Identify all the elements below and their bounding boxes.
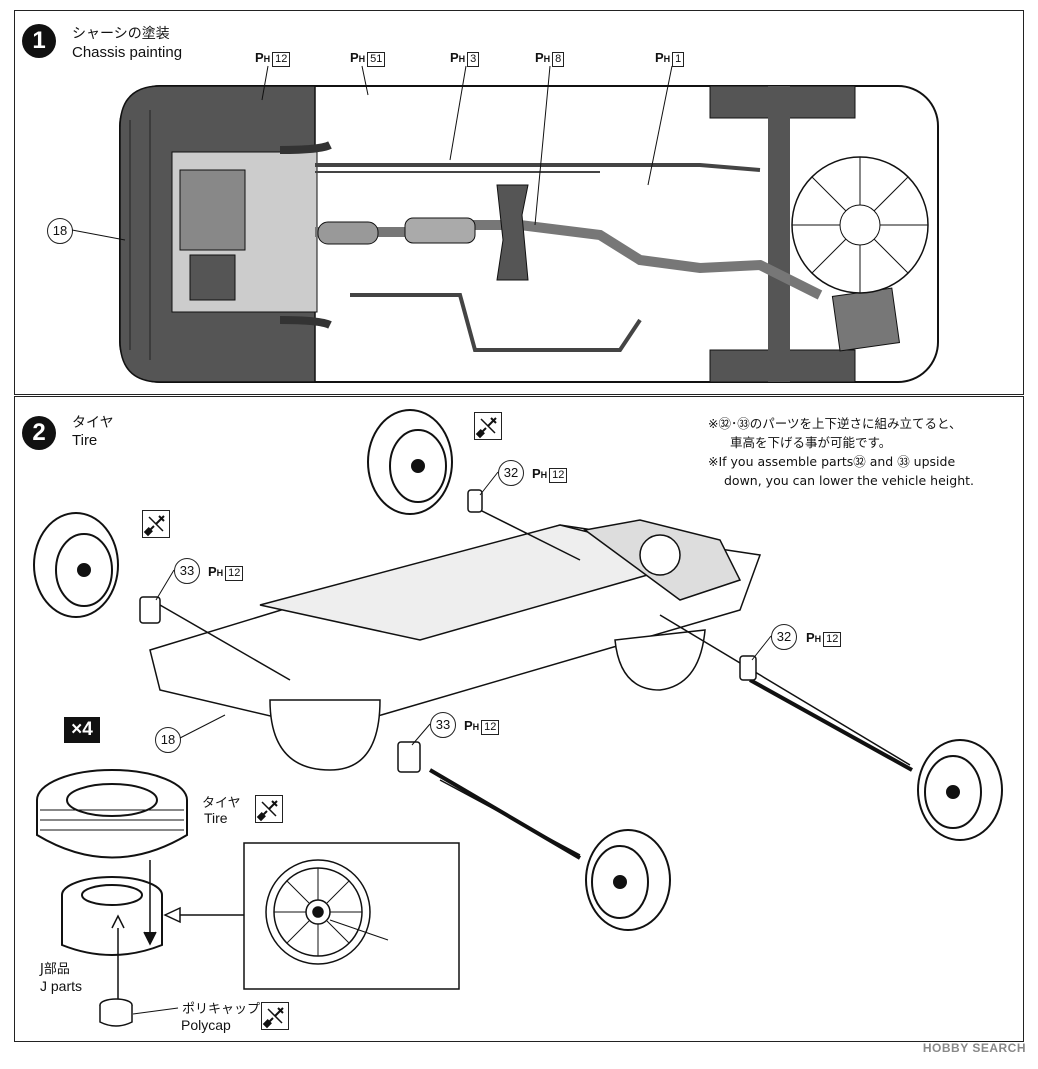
paint-brush-icon (261, 1002, 289, 1030)
step-2-title-en: Tire (72, 432, 98, 449)
part-18-callout: 18 (47, 218, 73, 244)
watermark: HOBBY SEARCH (922, 1041, 1026, 1055)
step-1-title-en: Chassis painting (72, 44, 183, 61)
quantity-badge: ×4 (64, 717, 100, 743)
jparts-label-en: J parts (40, 978, 83, 994)
paint-brush-icon (142, 510, 170, 538)
tire-label-en: Tire (204, 810, 228, 826)
jparts-label-jp: J部品 (40, 962, 70, 977)
assembly-note: ※㉜･㉝のパーツを上下逆さに組み立てると、 車高を下げる事が可能です。 ※If … (708, 416, 974, 488)
part-32-callout-right: 32 (771, 624, 797, 650)
part-33-callout-left: 33 (174, 558, 200, 584)
part-33-callout-bottom: 33 (430, 712, 456, 738)
paint-brush-icon (474, 412, 502, 440)
part-18-callout-step2: 18 (155, 727, 181, 753)
step-1-title-jp: シャーシの塗装 (72, 26, 170, 42)
step-2-title-jp: タイヤ (72, 415, 114, 431)
step-2-number: 2 (22, 416, 56, 450)
step-1-number: 1 (22, 24, 56, 58)
step-2-panel (14, 396, 1024, 1042)
part-32-callout-top: 32 (498, 460, 524, 486)
tire-label-jp: タイヤ (202, 796, 241, 811)
paint-brush-icon (255, 795, 283, 823)
polycap-label-jp: ポリキャップ (182, 1002, 261, 1017)
polycap-label-en: Polycap (181, 1017, 231, 1033)
step-1-panel (14, 10, 1024, 395)
